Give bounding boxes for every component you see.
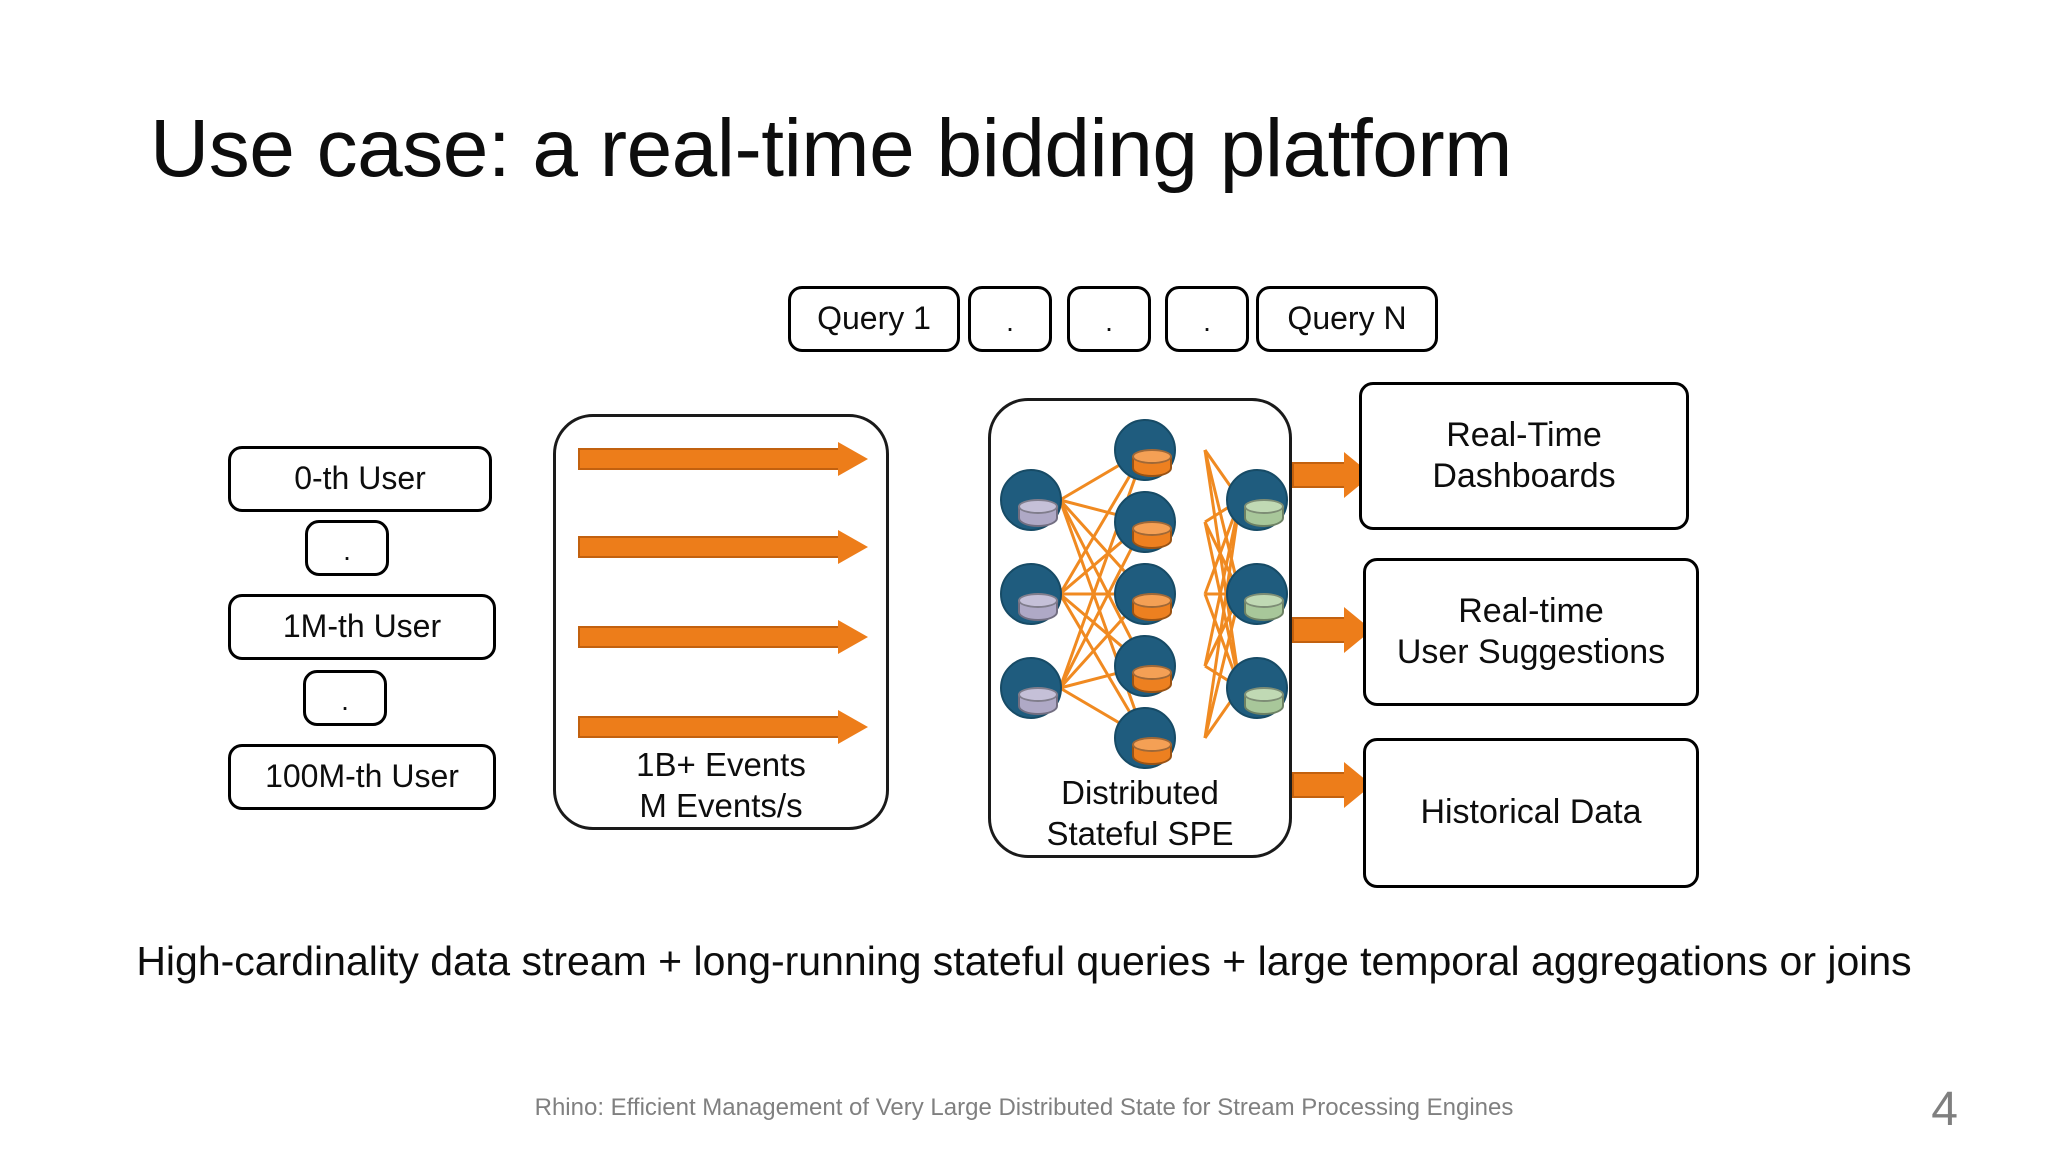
arrow-head	[838, 710, 868, 744]
output-arrow-historical	[1292, 762, 1372, 808]
output-box-historical[interactable]: Historical Data	[1363, 738, 1699, 888]
spe-node-processing-2[interactable]	[1114, 491, 1176, 553]
stream-arrow-3	[578, 620, 868, 654]
state-store-icon	[1132, 521, 1172, 551]
stream-panel-label: 1B+ Events M Events/s	[636, 746, 806, 825]
output-arrow-suggestions	[1292, 607, 1372, 653]
footer-note: Rhino: Efficient Management of Very Larg…	[534, 1094, 1514, 1121]
output-box-suggestions[interactable]: Real-time User Suggestions	[1363, 558, 1699, 706]
spe-node-ingest-3[interactable]	[1000, 657, 1062, 719]
page-number: 4	[1931, 1083, 1958, 1136]
query-box-3[interactable]: .	[1067, 286, 1151, 352]
user-box-ellipsis-2[interactable]: .	[303, 670, 387, 726]
arrow-shaft	[1292, 617, 1348, 643]
state-store-icon	[1018, 499, 1058, 529]
user-box-0th[interactable]: 0-th User	[228, 446, 492, 512]
output-box-dashboards[interactable]: Real-Time Dashboards	[1359, 382, 1689, 530]
spe-node-processing-3[interactable]	[1114, 563, 1176, 625]
state-store-icon	[1018, 593, 1058, 623]
user-box-ellipsis-1[interactable]: .	[305, 520, 389, 576]
spe-node-processing-1[interactable]	[1114, 419, 1176, 481]
stream-arrow-1	[578, 442, 868, 476]
slide-caption: High-cardinality data stream + long-runn…	[136, 938, 1912, 984]
spe-node-ingest-2[interactable]	[1000, 563, 1062, 625]
spe-node-sink-2[interactable]	[1226, 563, 1288, 625]
spe-node-processing-5[interactable]	[1114, 707, 1176, 769]
state-store-icon	[1244, 593, 1284, 623]
spe-node-processing-4[interactable]	[1114, 635, 1176, 697]
query-box-4[interactable]: .	[1165, 286, 1249, 352]
output-box-label: Real-time User Suggestions	[1396, 591, 1666, 671]
state-store-icon	[1132, 665, 1172, 695]
user-box-1m[interactable]: 1M-th User	[228, 594, 496, 660]
stream-arrow-2	[578, 530, 868, 564]
query-box-label: Query N	[1287, 300, 1407, 337]
arrow-head	[838, 530, 868, 564]
user-box-label: 100M-th User	[265, 758, 459, 795]
query-box-label: .	[1006, 305, 1014, 337]
query-box-label: Query 1	[817, 300, 931, 337]
user-box-label: .	[343, 534, 351, 566]
arrow-head	[838, 620, 868, 654]
query-box-5[interactable]: Query N	[1256, 286, 1438, 352]
query-box-label: .	[1203, 305, 1211, 337]
state-store-icon	[1018, 687, 1058, 717]
spe-panel-label: Distributed Stateful SPE	[1046, 774, 1234, 853]
arrow-shaft	[1292, 462, 1348, 488]
state-store-icon	[1244, 499, 1284, 529]
page-title: Use case: a real-time bidding platform	[150, 103, 1512, 194]
state-store-icon	[1132, 449, 1172, 479]
user-box-label: .	[341, 684, 349, 716]
user-box-100m[interactable]: 100M-th User	[228, 744, 496, 810]
spe-node-sink-1[interactable]	[1226, 469, 1288, 531]
user-box-label: 0-th User	[294, 460, 426, 497]
state-store-icon	[1132, 737, 1172, 767]
query-box-2[interactable]: .	[968, 286, 1052, 352]
query-box-1[interactable]: Query 1	[788, 286, 960, 352]
arrow-shaft	[1292, 772, 1348, 798]
spe-node-sink-3[interactable]	[1226, 657, 1288, 719]
stream-arrow-4	[578, 710, 868, 744]
stream-panel	[553, 414, 889, 830]
arrow-head	[838, 442, 868, 476]
output-box-label: Historical Data	[1420, 793, 1642, 832]
query-box-label: .	[1105, 305, 1113, 337]
user-box-label: 1M-th User	[282, 608, 442, 645]
spe-node-ingest-1[interactable]	[1000, 469, 1062, 531]
output-box-label: Real-Time Dashboards	[1432, 415, 1616, 495]
state-store-icon	[1132, 593, 1172, 623]
state-store-icon	[1244, 687, 1284, 717]
